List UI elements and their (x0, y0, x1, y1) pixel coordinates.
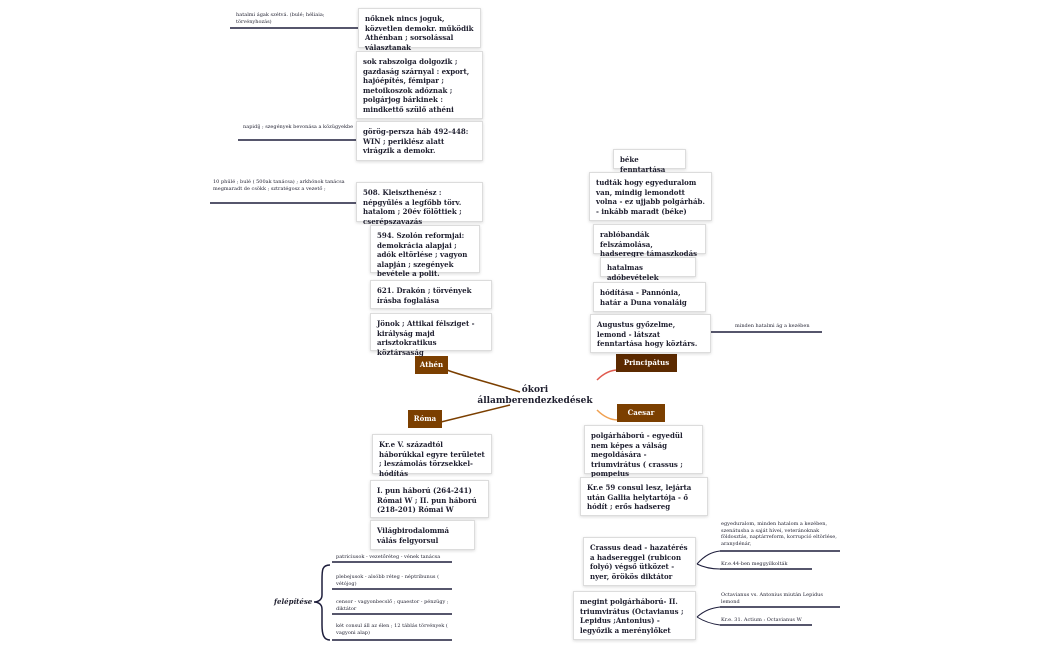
principatus-item[interactable]: Augustus győzelme, lemond - látszat fenn… (590, 314, 711, 353)
caesar-note: egyeduralom, minden hatalom a kezében, s… (721, 521, 837, 547)
athen-item[interactable]: 621. Drakón ; törvények írásba foglalása (370, 280, 492, 309)
athen-note: hatalmi ágak szétvá. (bulé; héliaia; tör… (236, 12, 325, 25)
branch-principatus[interactable]: Principátus (616, 354, 677, 372)
athen-item[interactable]: 594. Szolón reformjai: demokrácia alapja… (370, 225, 480, 278)
roma-structure-label[interactable]: felépítése (274, 597, 313, 606)
roma-structure-item: két consul áll az élen ; 12 táblás törvé… (336, 623, 448, 636)
central-topic-line2: államberendezkedések (477, 396, 593, 406)
roma-structure-item: censor - vagyonbecslő ; quaestor - pénzü… (336, 599, 449, 612)
caesar-note: Octavianus vs. Antonius miután Lepidus l… (721, 592, 823, 605)
branch-athen[interactable]: Athén (415, 356, 448, 374)
caesar-item[interactable]: megint polgárháború- II. triumvirátus (O… (573, 591, 696, 640)
caesar-item[interactable]: Kr.e 59 consul lesz, lejárta után Gallia… (580, 477, 708, 516)
roma-item[interactable]: Világbirodalommá válás felgyorsul (370, 520, 475, 550)
athen-item[interactable]: görög-persza háb 492-448: WIN ; periklés… (356, 121, 483, 161)
caesar-note: Kr.e. 31. Actium : Octavianus W (721, 617, 802, 623)
roma-structure-item: plebejusok - alsóbb réteg - néptribunus … (336, 574, 440, 587)
roma-structure-item: patriciusok - vezetőréteg - vének tanács… (336, 554, 441, 560)
athen-note: napidíj ; szegények bevonása a közügyekb… (243, 124, 354, 130)
central-topic-line1: ókori (521, 385, 549, 395)
branch-caesar[interactable]: Caesar (617, 404, 665, 422)
roma-item[interactable]: I. pun háború (264-241) Római W ; II. pu… (370, 480, 489, 518)
roma-item[interactable]: Kr.e V. századtól háborúkkal egyre terül… (372, 434, 492, 478)
central-topic[interactable]: ókori államberendezkedések (470, 385, 600, 407)
caesar-note: Kr.e.44-ben meggyilkolták (721, 561, 788, 567)
athen-item[interactable]: nőknek nincs joguk, közvetlen demokr. mű… (358, 8, 481, 52)
athen-note: 10 phülé ; bulé ( 500ak tanácsa) ; arkhó… (213, 179, 345, 192)
principatus-item[interactable]: hatalmas adóbevételek (600, 257, 696, 282)
branch-roma[interactable]: Róma (408, 410, 442, 428)
principatus-item[interactable]: béke fenntartása (613, 149, 686, 174)
principatus-item[interactable]: hódítása - Pannónia, határ a Duna vonalá… (593, 282, 706, 312)
caesar-item[interactable]: Crassus dead - hazatérés a hadsereggel (… (583, 537, 696, 586)
athen-item[interactable]: sok rabszolga dolgozik ; gazdaság szárny… (356, 51, 483, 119)
principatus-item[interactable]: rablóbandák felszámolása, hadseregre tám… (593, 224, 706, 258)
athen-item[interactable]: Jönok ; Attikai félsziget - királyság ma… (370, 313, 492, 357)
caesar-item[interactable]: polgárháború - egyedül nem képes a válsá… (584, 425, 703, 478)
athen-item[interactable]: 508. Kleiszthenész : népgyűlés a legfőbb… (356, 182, 483, 226)
principatus-item[interactable]: tudták hogy egyeduralom van, mindig lemo… (589, 172, 712, 221)
principatus-note: minden hatalmi ág a kezében (735, 323, 810, 329)
